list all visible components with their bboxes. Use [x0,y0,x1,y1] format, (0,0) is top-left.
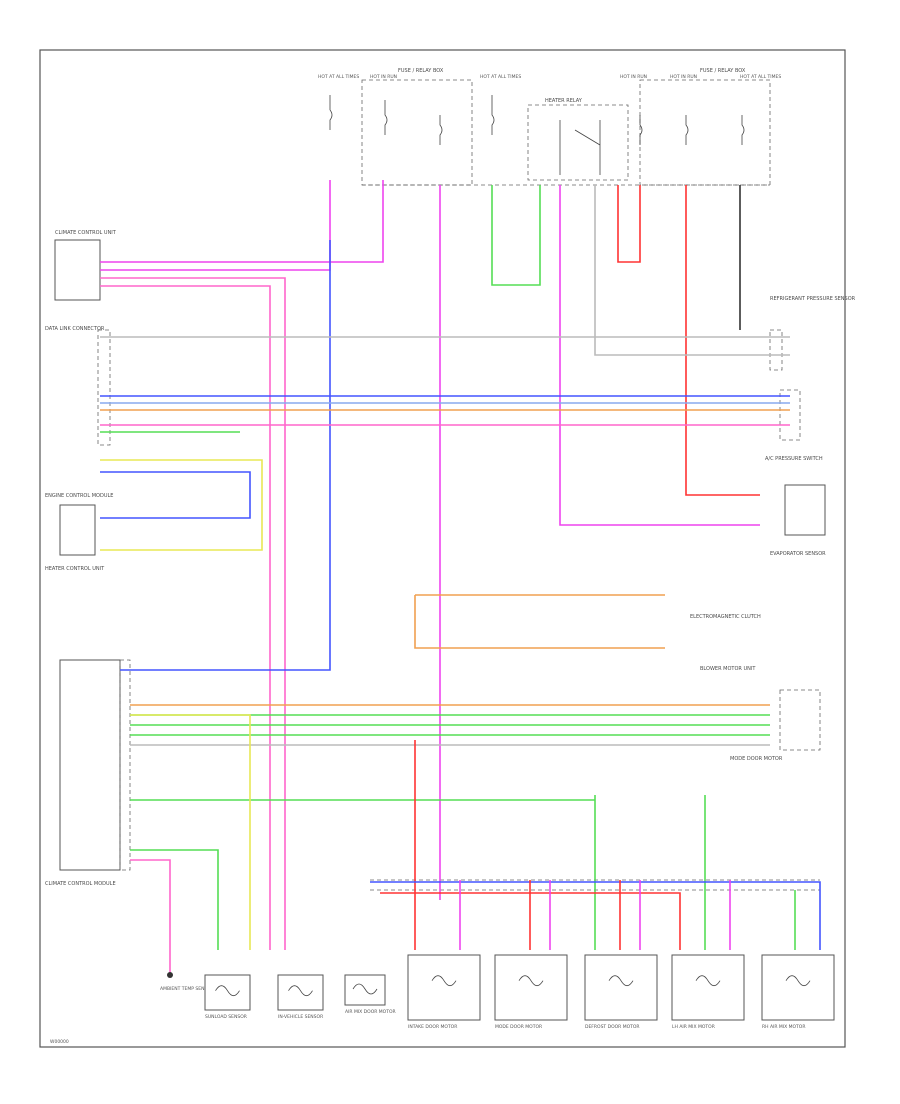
diagram-frame [39,49,846,1048]
fuse-box-left-label: FUSE / RELAY BOX [398,68,444,74]
wire-magenta-top [100,180,384,263]
motor-symbol-2 [215,985,240,997]
fuse-symbols [329,95,745,145]
wire-pink-4 [100,285,271,950]
bottom-component-box-5 [407,954,481,1021]
bottom-component-box-2 [204,974,251,1011]
blower-unit-block: BLOWER MOTOR UNIT [700,666,821,751]
motor-symbol-7 [608,975,634,987]
evaporator-label: EVAPORATOR SENSOR [770,551,826,557]
motor-symbol-9 [785,975,811,987]
bottom-component-5: INTAKE DOOR MOTOR [407,954,481,1030]
ac-pressure-label: A/C PRESSURE SWITCH [765,456,823,462]
wire-pink-bottom [130,859,171,975]
evaporator-block: EVAPORATOR SENSOR [770,484,826,557]
wire-blue-loop [100,471,251,519]
fuse-label-2: HOT IN RUN [370,74,397,80]
refrigerant-sensor-block: REFRIGERANT PRESSURE SENSOR [769,296,856,371]
bottom-component-2: SUNLOAD SENSOR [204,974,251,1020]
fuse-label-3: HOT AT ALL TIMES [480,74,521,80]
electro-clutch-label: ELECTROMAGNETIC CLUTCH [690,614,761,620]
mode-motor-label: MODE DOOR MOTOR [730,756,783,762]
main-climate-module: CLIMATE CONTROL MODULE [45,659,131,887]
motor-symbol-3 [288,985,313,997]
wire-red-right [685,185,760,496]
wire-yellow-loop [100,459,263,551]
motor-symbol-6 [518,975,544,987]
top-fuse-box-left: FUSE / RELAY BOX [361,68,473,186]
bottom-component-box-7 [584,954,658,1021]
refrigerant-sensor-label: REFRIGERANT PRESSURE SENSOR [770,296,856,302]
fuse-label-4: HOT IN RUN [620,74,647,80]
wire-magenta-h [559,185,760,526]
ac-pressure-block: A/C PRESSURE SWITCH [765,389,823,462]
wire-red-loop [617,185,641,263]
bottom-component-label-7: DEFROST DOOR MOTOR [585,1024,640,1030]
bottom-component-label-6: MODE DOOR MOTOR [495,1024,542,1030]
wire-yellow-bottom [130,714,251,950]
top-fuse-box-right: FUSE / RELAY BOX [639,68,771,186]
wire-blue-vert [120,240,331,671]
data-link-label: DATA LINK CONNECTOR [45,326,105,332]
blower-unit-label: BLOWER MOTOR UNIT [700,666,756,672]
bottom-component-8: LH AIR MIX MOTOR [671,954,745,1030]
motor-symbol-5 [431,975,457,987]
bottom-component-label-4: AIR MIX DOOR MOTOR [345,1009,396,1015]
bottom-component-label-8: LH AIR MIX MOTOR [672,1024,715,1030]
bottom-component-box-3 [277,974,324,1011]
bottom-component-6: MODE DOOR MOTOR [494,954,568,1030]
data-link-block: DATA LINK CONNECTOR [45,326,111,446]
bottom-component-7: DEFROST DOOR MOTOR [584,954,658,1030]
bottom-component-4: AIR MIX DOOR MOTOR [344,974,396,1015]
wire-orange-clutch [414,595,665,649]
wire-green-loop [491,185,541,286]
wire-gray-top-2 [594,185,790,356]
bottom-unit-label: CLIMATE CONTROL MODULE [45,881,116,887]
mode-motor-block: MODE DOOR MOTOR [730,756,783,762]
engine-control-block: ENGINE CONTROL MODULE [45,493,113,556]
bottom-component-box-8 [671,954,745,1021]
heater-control-label: HEATER CONTROL UNIT [45,566,105,572]
bottom-component-label-2: SUNLOAD SENSOR [205,1014,247,1020]
fuse-label-1: HOT AT ALL TIMES [318,74,359,80]
bottom-component-label-3: IN-VEHICLE SENSOR [278,1014,323,1020]
bottom-component-label-5: INTAKE DOOR MOTOR [408,1024,457,1030]
engine-control-label: ENGINE CONTROL MODULE [45,493,113,499]
motor-symbol-4 [352,983,378,995]
bottom-component-box-6 [494,954,568,1021]
bottom-component-1: AMBIENT TEMP SENSOR [160,972,214,992]
climate-connector-top: CLIMATE CONTROL UNIT [54,230,117,301]
wire-magenta-2 [100,180,331,271]
figure-id: W00000 [50,1039,69,1045]
heater-relay-label: HEATER RELAY [545,98,583,104]
bottom-components-layer: AMBIENT TEMP SENSOR SUNLOAD SENSOR IN-VEHI… [160,954,835,1030]
motor-symbol-8 [695,975,721,987]
sensor-dot [167,972,173,978]
fuse-box-right-label: FUSE / RELAY BOX [700,68,746,74]
bottom-component-box-4 [344,974,386,1006]
wire-layer [100,180,821,975]
bottom-component-9: RH AIR MIX MOTOR [761,954,835,1030]
wire-blue-bus [370,881,821,950]
electro-clutch-block: ELECTROMAGNETIC CLUTCH [690,614,761,620]
top-heater-relay: HEATER RELAY [527,98,629,181]
bottom-component-label-9: RH AIR MIX MOTOR [762,1024,805,1030]
heater-control-block: HEATER CONTROL UNIT [45,566,105,572]
bottom-component-box-9 [761,954,835,1021]
fuse-label-5: HOT IN RUN [670,74,697,80]
climate-control-unit-label: CLIMATE CONTROL UNIT [55,230,117,236]
fuse-label-6: HOT AT ALL TIMES [740,74,781,80]
wire-green-bottom [130,849,219,950]
wire-red-bus [380,892,681,950]
bottom-component-label-1: AMBIENT TEMP SENSOR [160,986,214,992]
wire-pink-3 [100,277,286,950]
bottom-component-3: IN-VEHICLE SENSOR [277,974,324,1020]
